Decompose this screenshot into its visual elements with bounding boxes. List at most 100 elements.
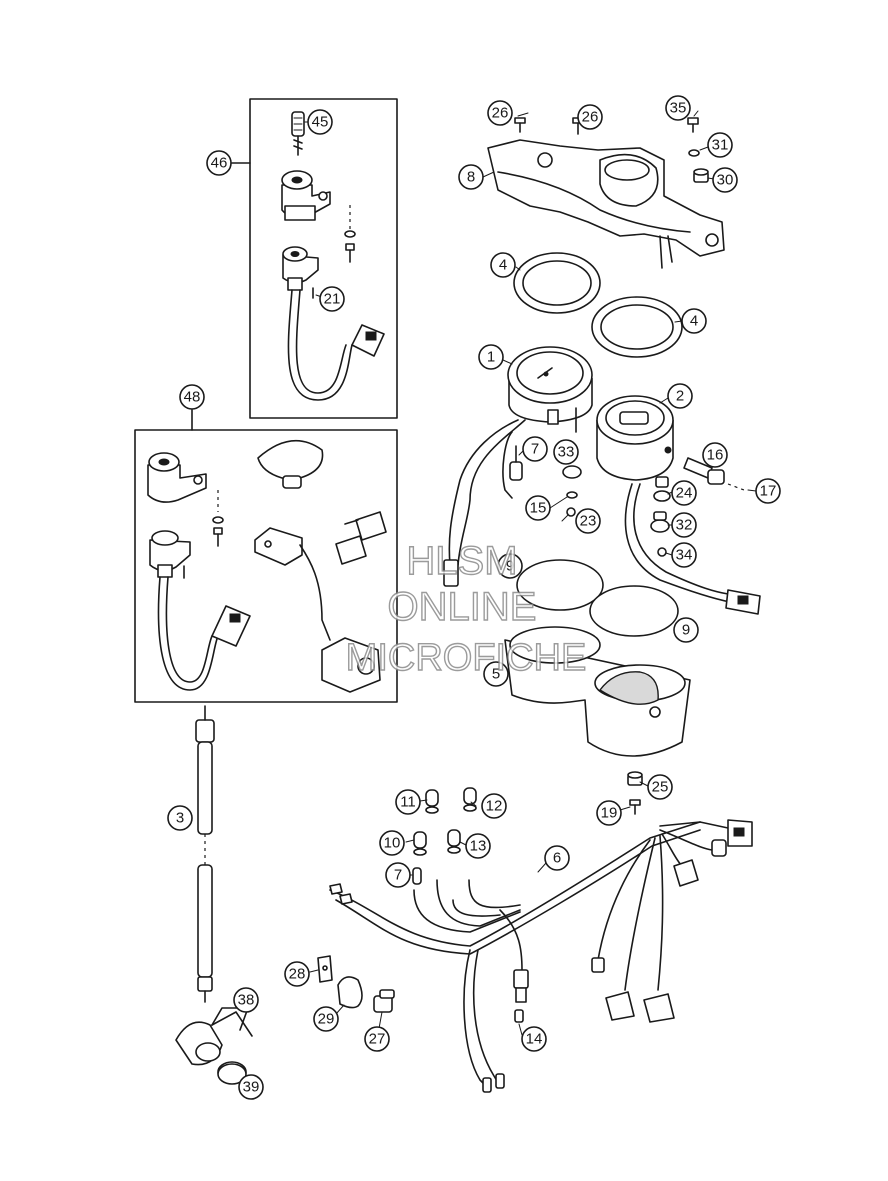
nut-34 [657, 547, 667, 557]
callout-9b: 9 [673, 617, 699, 643]
callout-21: 21 [319, 286, 345, 312]
grommet-24 [653, 476, 671, 502]
svg-text:14: 14 [526, 1031, 543, 1048]
callout-29: 29 [313, 1006, 339, 1032]
callout-15: 15 [525, 495, 551, 521]
watermark: HLSM ONLINE MICROFICHE [345, 538, 587, 679]
callout-17: 17 [755, 478, 781, 504]
screw-19 [629, 799, 641, 815]
instrument-bracket [487, 139, 725, 269]
watermark-line-2: ONLINE [388, 585, 537, 629]
callout-39: 39 [238, 1074, 264, 1100]
callout-34: 34 [671, 542, 697, 568]
lock-set-inset-frame [134, 429, 398, 703]
svg-text:30: 30 [717, 172, 734, 189]
nut-25 [627, 771, 643, 786]
lock-set-screw [212, 516, 224, 547]
svg-text:31: 31 [712, 137, 729, 154]
speedo-connector [443, 559, 459, 587]
speedometer [507, 346, 593, 433]
callout-30: 30 [712, 167, 738, 193]
svg-text:4: 4 [499, 257, 507, 274]
grommet-27 [373, 989, 395, 1013]
ignition-key [291, 111, 305, 156]
svg-text:5: 5 [492, 666, 500, 683]
tacho-connector [725, 589, 761, 615]
seat-lock-cylinder [321, 637, 381, 693]
callout-5: 5 [483, 661, 509, 687]
nut-30 [693, 168, 709, 183]
bulb-12 [463, 787, 477, 812]
seal-right [589, 585, 679, 637]
seal-left [516, 559, 604, 611]
ignition-lock-body [281, 170, 331, 221]
lock-set-lock [147, 452, 207, 503]
fuel-cap [257, 439, 324, 489]
callout-bracket-38 [211, 1011, 253, 1037]
callout-6: 6 [544, 845, 570, 871]
callout-45: 45 [307, 109, 333, 135]
grommet-32 [650, 511, 670, 533]
callout-10: 10 [379, 830, 405, 856]
callout-46: 46 [206, 150, 232, 176]
svg-text:1: 1 [487, 349, 495, 366]
svg-text:15: 15 [530, 500, 547, 517]
callout-13: 13 [465, 833, 491, 859]
svg-text:6: 6 [553, 850, 561, 867]
svg-text:10: 10 [384, 835, 401, 852]
svg-text:17: 17 [760, 483, 777, 500]
trim-ring-right [591, 296, 683, 358]
svg-text:3: 3 [176, 810, 184, 827]
lock-set-keys [335, 511, 387, 565]
callout-16: 16 [702, 442, 728, 468]
svg-text:7: 7 [531, 441, 539, 458]
lock-set-switch [149, 530, 191, 578]
svg-text:33: 33 [558, 444, 575, 461]
lock-set-connector [211, 605, 251, 647]
svg-text:27: 27 [369, 1031, 386, 1048]
gasket-39 [217, 1063, 247, 1085]
watermark-line-3: MICROFICHE [346, 637, 587, 679]
callout-31: 31 [707, 132, 733, 158]
svg-text:12: 12 [486, 798, 503, 815]
callout-14: 14 [521, 1026, 547, 1052]
svg-text:8: 8 [467, 169, 475, 186]
callout-24: 24 [671, 480, 697, 506]
bulb-10 [413, 831, 427, 856]
callout-35: 35 [665, 95, 691, 121]
svg-text:25: 25 [652, 779, 669, 796]
svg-text:46: 46 [211, 155, 228, 172]
callout-19: 19 [596, 800, 622, 826]
svg-text:4: 4 [690, 313, 698, 330]
svg-text:16: 16 [707, 447, 724, 464]
svg-text:26: 26 [582, 109, 599, 126]
bulb-11 [425, 789, 439, 814]
clamp-29 [337, 976, 363, 1009]
instrument-housing [504, 626, 691, 757]
screw-35 [687, 117, 699, 133]
washer-15 [566, 491, 578, 499]
svg-text:38: 38 [238, 992, 255, 1009]
grommet-33 [562, 465, 582, 479]
callout-27: 27 [364, 1026, 390, 1052]
callout-48: 48 [179, 384, 205, 410]
ignition-connector [351, 324, 385, 357]
bulb-socket-16 [683, 457, 725, 485]
svg-text:48: 48 [184, 389, 201, 406]
tachometer [596, 395, 674, 481]
bulb-holder-7 [412, 867, 422, 885]
svg-text:2: 2 [676, 388, 684, 405]
lock-screw [344, 230, 356, 263]
svg-text:45: 45 [312, 114, 329, 131]
screw-26a [514, 117, 526, 133]
callout-25: 25 [647, 774, 673, 800]
ignition-switch [282, 246, 319, 291]
callout-4b: 4 [681, 308, 707, 334]
bulb-socket [509, 445, 523, 481]
seat-lock-bracket [254, 527, 303, 566]
callout-3: 3 [167, 805, 193, 831]
washer-31 [688, 149, 700, 157]
svg-text:11: 11 [400, 794, 416, 811]
svg-text:21: 21 [324, 291, 341, 308]
